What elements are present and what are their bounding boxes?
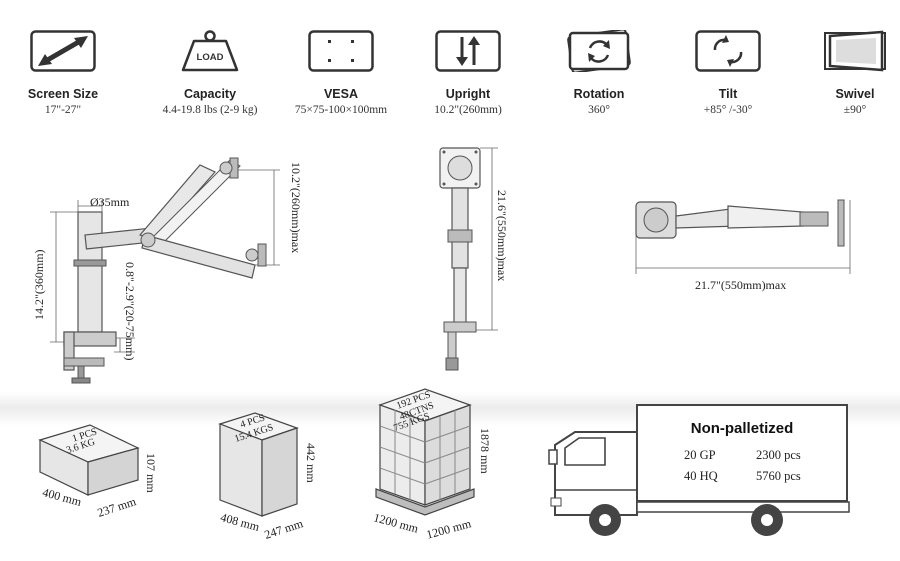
pole-diameter-label: Ø35mm [90,195,130,209]
rotation-icon [567,28,631,74]
spec-value: 17"-27" [44,104,82,116]
package-height: 107 mm [144,453,158,493]
arm-travel-label: 10.2"(260mm)max [289,162,303,254]
truck-illustration [548,431,850,536]
spec-value: 75×75-100×100mm [294,104,388,116]
spec-tilt: Tilt +85° /-30° [663,30,793,116]
swivel-icon [824,30,886,72]
shipping-qty-40hq: 5760 pcs [756,469,801,483]
spec-value: ±90° [843,104,867,116]
height-label: 14.2"(360mm) [32,249,46,320]
spec-title: Upright [445,87,491,101]
pallet-height: 1878 mm [478,428,492,474]
spec-capacity: LOAD Capacity 4.4-19.8 lbs (2-9 kg) [145,30,275,116]
spec-vesa: VESA 75×75-100×100mm [276,30,406,116]
front-height-label: 21.6"(550mm)max [495,190,509,282]
side-view-drawing [50,157,280,384]
spec-title: Capacity [183,87,237,101]
clamp-range-label: 0.8"-2.9"(20-75mm) [123,262,137,361]
shipping-container-40hq: 40 HQ [684,469,718,483]
spec-rotation: Rotation 360° [534,28,664,116]
shipping-qty-20gp: 2300 pcs [756,448,801,462]
spec-upright: Upright 10.2"(260mm) [403,30,533,116]
spec-title: Screen Size [27,87,99,101]
package-carton-box [218,412,299,517]
package-pallet [375,388,475,516]
spec-title: Tilt [718,87,738,101]
package-single-box [38,424,140,496]
shipping-container-20gp: 20 GP [684,448,716,462]
spec-title: Swivel [835,87,875,101]
reach-label: 21.7"(550mm)max [695,278,787,292]
spec-value: 10.2"(260mm) [434,104,502,116]
spec-value: 360° [588,104,610,116]
spec-value: +85° /-30° [703,104,753,116]
top-view-drawing [635,199,851,274]
spec-title: VESA [323,87,359,101]
spec-swivel: Swivel ±90° [790,30,900,116]
tilt-icon [695,30,761,72]
vesa-holes-icon [308,30,374,72]
package-height: 442 mm [304,443,318,483]
front-view-drawing [439,147,498,371]
spec-screen-size: Screen Size 17"-27" [0,30,128,116]
spec-title: Rotation [573,87,625,101]
shipping-title: Non-palletized [690,420,794,437]
diagonal-arrow-icon [30,30,96,72]
weight-icon: LOAD [181,30,239,72]
spec-value: 4.4-19.8 lbs (2-9 kg) [162,104,258,116]
up-down-arrows-icon [435,30,501,72]
weight-icon-label: LOAD [197,52,224,63]
shipping-info-panel: Non-palletized 20 GP 2300 pcs 40 HQ 5760… [636,404,848,502]
package-width: 247 mm [262,516,305,542]
